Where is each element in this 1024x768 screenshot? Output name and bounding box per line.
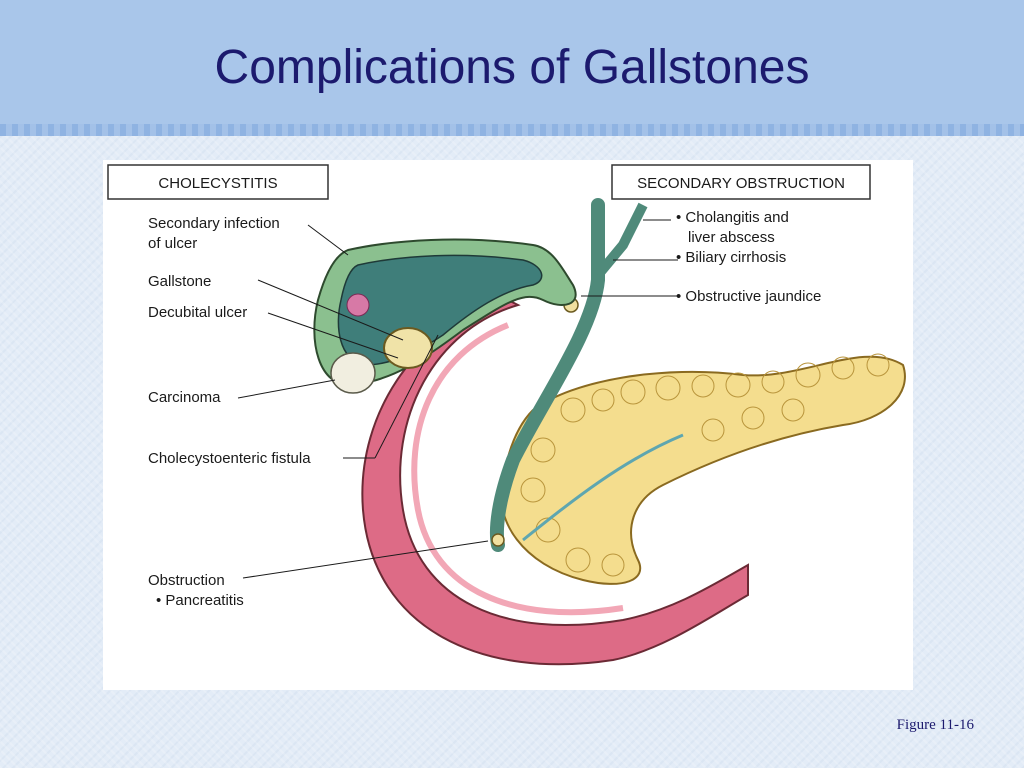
label-secondary-infection-line1: Secondary infection — [148, 215, 280, 232]
label-cholangitis-line2: liver abscess — [688, 229, 775, 246]
pancreas — [500, 355, 906, 585]
label-gallstone: Gallstone — [148, 273, 211, 290]
label-pancreatitis: • Pancreatitis — [156, 592, 244, 609]
slide-title: Complications of Gallstones — [214, 41, 810, 94]
label-fistula: Cholecystoenteric fistula — [148, 450, 311, 467]
gallstone-complications-diagram: CHOLECYSTITIS SECONDARY OBSTRUCTION — [107, 164, 906, 666]
cholecystitis-box — [107, 164, 329, 200]
common-bile-duct — [489, 198, 605, 552]
label-secondary-infection-line2: of ulcer — [148, 235, 197, 252]
pancreatic-duct — [522, 433, 684, 542]
left-leader-lines — [237, 224, 489, 579]
header-band — [0, 0, 1024, 124]
duodenum — [361, 298, 749, 666]
gallstone — [383, 327, 433, 369]
infected-ulcer — [346, 293, 370, 317]
header-rule — [0, 124, 1024, 136]
carcinoma-mass — [330, 352, 376, 394]
secondary-obstruction-box-label: SECONDARY OBSTRUCTION — [637, 175, 845, 192]
label-carcinoma: Carcinoma — [148, 389, 221, 406]
figure-caption: Figure 11-16 — [896, 717, 974, 733]
hepatic-duct-branch — [594, 202, 648, 279]
label-cholangitis-line1: • Cholangitis and — [676, 209, 789, 226]
secondary-obstruction-box — [611, 164, 871, 200]
duodenum-inner-wall — [411, 322, 624, 616]
pancreas-lobules — [520, 353, 890, 577]
label-obstruction: Obstruction — [148, 572, 225, 589]
figure-panel: CHOLECYSTITIS SECONDARY OBSTRUCTION — [103, 160, 913, 690]
label-obstructive-jaundice: • Obstructive jaundice — [676, 288, 821, 305]
cholecystitis-box-label: CHOLECYSTITIS — [158, 175, 277, 192]
ampulla-stone — [491, 533, 505, 547]
right-leader-lines — [581, 219, 678, 297]
label-biliary-cirrhosis: • Biliary cirrhosis — [676, 249, 786, 266]
label-decubital-ulcer: Decubital ulcer — [148, 304, 247, 321]
